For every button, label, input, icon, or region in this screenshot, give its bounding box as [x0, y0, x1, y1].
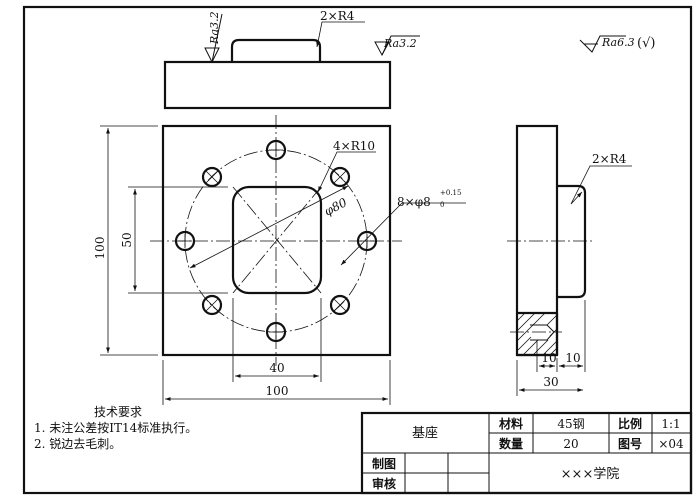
dim-side-b: 10 — [565, 351, 580, 365]
front-view-plate — [161, 124, 392, 357]
school-name: ×××学院 — [561, 466, 620, 482]
material-value: 45钢 — [557, 417, 584, 431]
notes-item: 1. 未注公差按IT14标准执行。 — [34, 420, 197, 435]
roughness-left-label: Ra3.2 — [208, 11, 221, 45]
dim-side-a: 10 — [541, 351, 556, 365]
corner-radius-label: 4×R10 — [333, 139, 375, 153]
general-roughness-label: Ra6.3 — [601, 36, 635, 49]
general-roughness-suffix: (√) — [637, 36, 655, 51]
boss-radius-top-label: 2×R4 — [320, 9, 355, 23]
technical-notes: 技术要求 1. 未注公差按IT14标准执行。 2. 锐边去毛刺。 — [34, 405, 197, 451]
top-view: 2×R4 Ra3.2 Ra3.2 — [163, 9, 420, 110]
holes-callout-label: 8×φ8 — [397, 195, 431, 209]
quantity-value: 20 — [563, 437, 578, 451]
dim-side-overall: 30 — [543, 375, 558, 389]
scale-label: 比例 — [618, 416, 642, 431]
material-label: 材料 — [498, 416, 523, 431]
scale-value: 1:1 — [661, 417, 680, 431]
holes-tol-upper: +0.15 — [440, 189, 461, 197]
drawing-border — [22, 5, 693, 495]
drawn-label: 制图 — [372, 456, 396, 471]
title-block: 基座 材料 45钢 比例 1:1 数量 20 图号 ×04 制图 审核 ×××学… — [360, 411, 693, 495]
dim-width-overall: 100 — [266, 384, 289, 398]
boss-radius-side-label: 2×R4 — [592, 152, 627, 166]
checked-label: 审核 — [372, 476, 396, 491]
holes-tol-lower: 0 — [440, 201, 444, 209]
drawing-no-value: ×04 — [658, 437, 684, 451]
top-view-plate — [163, 60, 392, 110]
general-roughness: Ra6.3 (√) — [579, 35, 655, 53]
hole — [265, 139, 287, 161]
top-view-boss — [230, 38, 322, 62]
dim-height-overall: 100 — [93, 237, 107, 260]
hole — [356, 230, 378, 252]
part-name: 基座 — [412, 426, 438, 441]
quantity-label: 数量 — [499, 436, 523, 451]
dim-height-pocket: 50 — [120, 232, 134, 247]
notes-title: 技术要求 — [94, 405, 142, 419]
roughness-symbol-right: Ra3.2 — [374, 35, 420, 57]
hole — [329, 294, 351, 316]
roughness-symbol-left: Ra3.2 — [204, 11, 223, 64]
hole — [201, 294, 223, 316]
roughness-right-label: Ra3.2 — [383, 37, 417, 50]
side-view: 2×R4 10 10 30 — [507, 124, 632, 396]
pitch-circle-label: φ80 — [322, 195, 350, 219]
notes-item: 2. 锐边去毛刺。 — [34, 437, 121, 451]
front-view: 4×R10 φ80 8×φ8 +0.15 0 100 50 40 100 — [93, 115, 466, 405]
drawing-no-label: 图号 — [618, 436, 642, 451]
dim-width-pocket: 40 — [269, 361, 284, 375]
side-view-boss — [557, 184, 587, 299]
hole — [265, 321, 287, 343]
